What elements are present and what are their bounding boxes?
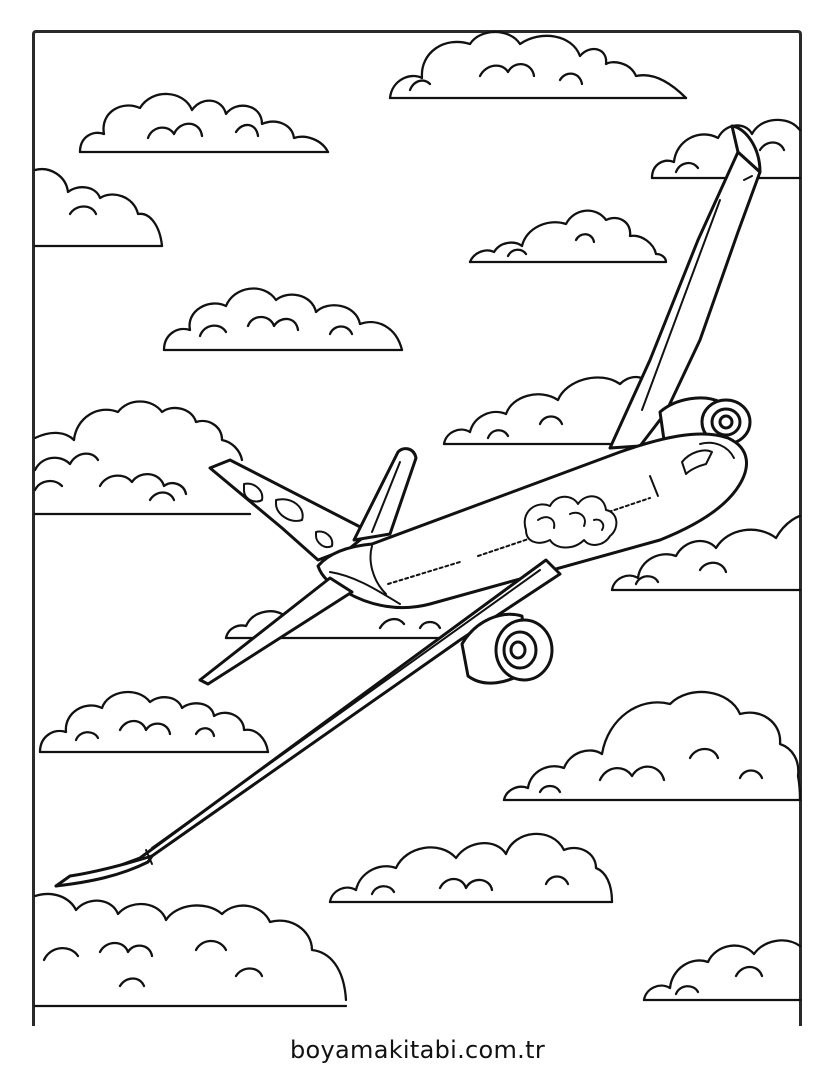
cloud [162, 287, 404, 352]
cloud [33, 892, 348, 1008]
livery-emblem [523, 495, 618, 549]
cloud [328, 832, 614, 904]
cloud [388, 30, 688, 100]
footer-website-text: boyamakitabi.com.tr [290, 1036, 545, 1064]
airplane [54, 124, 762, 888]
cloud [442, 375, 654, 446]
cloud [502, 690, 802, 802]
window-row [387, 561, 461, 585]
cloud [642, 939, 802, 1002]
lower-engine [460, 612, 554, 685]
cloud [468, 209, 668, 264]
cockpit-window [681, 449, 713, 475]
upper-wing [608, 150, 762, 450]
cloud [33, 400, 252, 516]
cloud [610, 514, 802, 592]
cloud [78, 92, 330, 154]
cloud [38, 690, 270, 754]
page-border [32, 30, 802, 1026]
horizontal-stabilizer-lower [198, 576, 354, 686]
vertical-fin [352, 447, 418, 542]
upper-winglet [730, 124, 762, 174]
cloud [33, 167, 164, 248]
lower-winglet [54, 854, 154, 888]
cloud [650, 118, 802, 180]
clouds [33, 30, 802, 1008]
